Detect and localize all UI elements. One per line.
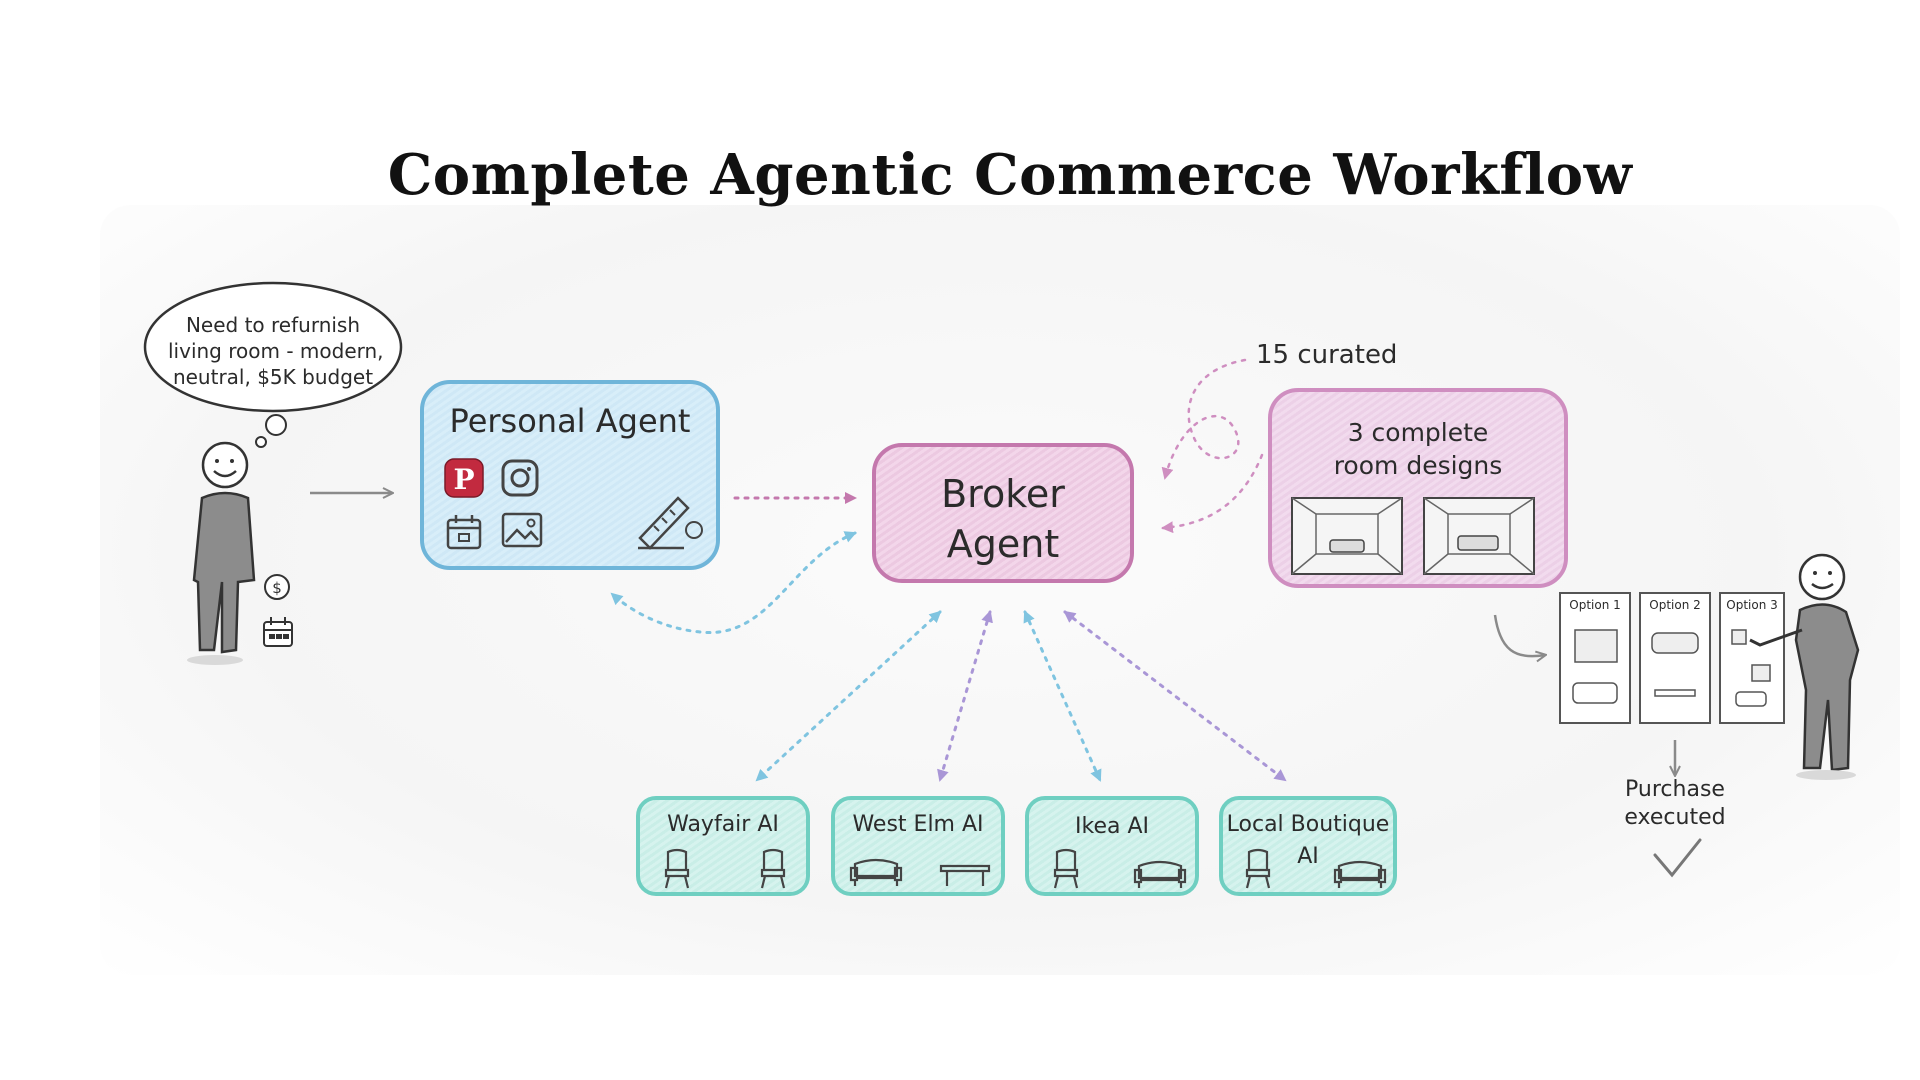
chair-icon [1053, 848, 1079, 889]
option-board-3 [1719, 592, 1785, 724]
thought-text: Need to refurnish living room - modern, … [168, 312, 384, 390]
vendor-ikea: Ikea AI [1025, 796, 1199, 896]
vendor-label-line-2: AI [1297, 844, 1319, 869]
vendor-label: Ikea AI [1075, 814, 1149, 839]
room-designs-node: 3 complete room designs [1268, 388, 1568, 588]
sofa-icon [1133, 860, 1187, 888]
arrow-broker-westelm [937, 610, 993, 782]
arrow-designs-to-broker [1161, 453, 1264, 534]
calendar-icon [263, 617, 293, 647]
arrow-broker-boutique [1063, 610, 1287, 782]
check-icon [1653, 838, 1702, 878]
image-icon [501, 512, 543, 548]
sofa-icon [849, 858, 903, 886]
pinterest-icon: P [444, 458, 484, 498]
ruler-icon [638, 496, 703, 550]
sofa-icon [1333, 860, 1387, 888]
room-designs-label: 3 complete room designs [1272, 416, 1564, 482]
arrow-designs-to-options [1493, 614, 1545, 656]
vendor-label: West Elm AI [852, 812, 984, 837]
thought-line-3: neutral, $5K budget [172, 365, 374, 389]
thought-bubble [143, 281, 403, 448]
personal-agent-label: Personal Agent [449, 402, 691, 440]
purchase-label: Purchase executed [1600, 776, 1750, 832]
option-board-2 [1639, 592, 1711, 724]
chair-icon [664, 848, 690, 889]
arrow-curated-loop [1161, 358, 1247, 480]
option-label-1: Option 1 [1569, 598, 1621, 612]
option-label-2: Option 2 [1649, 598, 1701, 612]
designs-line-2: room designs [1333, 451, 1503, 480]
chair-icon [760, 848, 786, 889]
thought-line-2: living room - modern, [168, 339, 384, 363]
presenter-figure [1749, 553, 1860, 780]
vendor-local-boutique: Local Boutique AI [1219, 796, 1397, 896]
arrow-broker-wayfair [755, 610, 942, 782]
designs-line-1: 3 complete [1347, 418, 1489, 447]
thought-line-1: Need to refurnish [185, 313, 361, 337]
dollar-icon: $ [264, 574, 290, 600]
arrow-broker-ikea [1023, 610, 1102, 782]
room-design-thumbnail-2 [1423, 497, 1535, 575]
user-figure [187, 441, 256, 665]
purchase-line-1: Purchase [1625, 777, 1725, 802]
arrow-broker-to-personal [610, 531, 857, 634]
option-label-3: Option 3 [1726, 598, 1778, 612]
vendor-label: Local Boutique [1226, 812, 1390, 837]
page-title: Complete Agentic Commerce Workflow [387, 142, 1633, 208]
option-board-1 [1559, 592, 1631, 724]
instagram-icon [501, 459, 539, 497]
table-icon [939, 864, 991, 886]
personal-agent-node: Personal Agent P [420, 380, 720, 570]
curated-label: 15 curated [1256, 340, 1398, 370]
purchase-line-2: executed [1624, 805, 1726, 830]
vendor-west-elm: West Elm AI [831, 796, 1005, 896]
broker-agent-label: Broker Agent [876, 469, 1130, 569]
room-design-thumbnail-1 [1291, 497, 1403, 575]
chair-icon [1245, 848, 1271, 889]
calendar-icon [446, 515, 482, 550]
vendor-wayfair: Wayfair AI [636, 796, 810, 896]
svg-text:P: P [453, 463, 474, 496]
broker-line-1: Broker [941, 472, 1065, 516]
vendor-label: Wayfair AI [667, 812, 779, 837]
svg-text:$: $ [272, 579, 282, 597]
broker-line-2: Agent [946, 522, 1060, 566]
broker-agent-node: Broker Agent [872, 443, 1134, 583]
